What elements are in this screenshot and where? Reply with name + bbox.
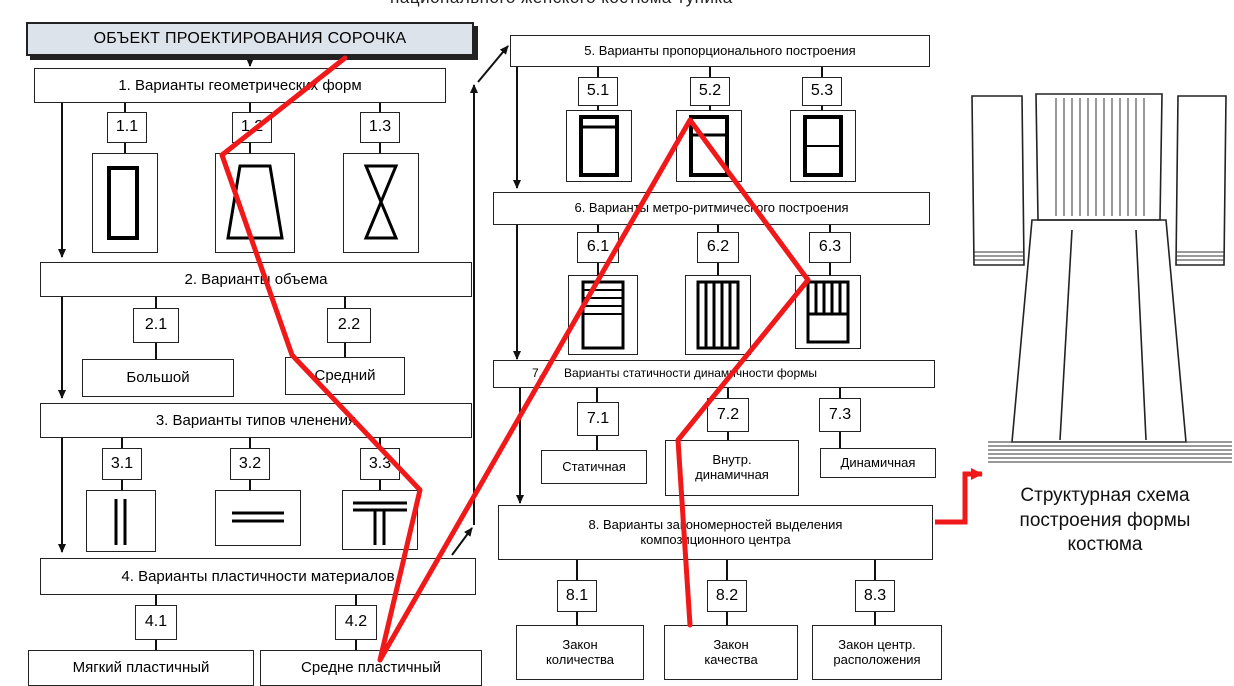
law-quality: Закон качества	[664, 625, 798, 680]
section-6-title: 6. Варианты метро-ритмического построени…	[493, 192, 930, 225]
section-4-title: 4. Варианты пластичности материалов	[40, 558, 476, 595]
form-inner-dynamic: Внутр. динамичная	[665, 440, 799, 496]
section-5-title: 5. Варианты пропорционального построения	[510, 35, 930, 67]
rhythm-horizontal-icon	[568, 275, 638, 355]
option-6-1: 6.1	[577, 232, 619, 263]
trapezoid-icon	[215, 153, 295, 253]
form-static: Статичная	[541, 450, 647, 484]
vertical-division-icon	[86, 490, 156, 552]
option-4-1: 4.1	[135, 605, 177, 640]
option-1-3: 1.3	[360, 112, 400, 143]
law-center-position: Закон центр. расположения	[812, 625, 942, 680]
sketch-caption: Структурная схема построения формы костю…	[1019, 485, 1191, 556]
section-1-title: 1. Варианты геометрических форм	[34, 68, 446, 103]
rectangle-icon	[92, 153, 158, 253]
option-3-1: 3.1	[102, 448, 142, 480]
option-8-2: 8.2	[707, 580, 747, 612]
option-3-3: 3.3	[360, 448, 400, 480]
volume-large: Большой	[82, 359, 234, 397]
material-medium: Средне пластичный	[260, 650, 482, 686]
rhythm-partial-icon	[795, 275, 861, 349]
option-2-1: 2.1	[133, 308, 179, 343]
option-7-1: 7.1	[577, 402, 619, 436]
option-6-3: 6.3	[809, 232, 851, 263]
rhythm-vertical-icon	[685, 275, 751, 355]
section-3-title: 3. Варианты типов членения	[40, 403, 472, 438]
option-5-1: 5.1	[578, 77, 618, 106]
section-8-title: 8. Варианты закономерностей выделения ко…	[498, 505, 933, 560]
section-7-title: 7. Варианты статичности динамичности фор…	[493, 360, 935, 388]
section-7-label: Варианты статичности динамичности формы	[564, 366, 818, 381]
section-8-title-line1: 8. Варианты закономерностей выделения	[588, 516, 843, 532]
proportion-top-icon	[566, 110, 632, 182]
option-6-2: 6.2	[697, 232, 739, 263]
object-title: ОБЪЕКТ ПРОЕКТИРОВАНИЯ СОРОЧКА	[26, 22, 474, 56]
option-4-2: 4.2	[335, 605, 377, 640]
section-7-number: 7.	[532, 366, 543, 381]
clipped-heading: национального женского костюма туника	[390, 0, 733, 8]
section-8-title-line2: композиционного центра	[640, 531, 791, 547]
option-2-2: 2.2	[327, 308, 371, 343]
option-5-2: 5.2	[690, 77, 730, 106]
option-5-3: 5.3	[802, 77, 842, 106]
option-1-1: 1.1	[107, 112, 147, 143]
material-soft: Мягкий пластичный	[28, 650, 254, 686]
section-2-title: 2. Варианты объема	[40, 262, 472, 297]
option-7-3: 7.3	[819, 398, 861, 432]
proportion-half-icon	[790, 110, 856, 182]
tunic-structure-sketch	[971, 93, 1232, 463]
horizontal-division-icon	[215, 490, 301, 546]
combined-division-icon	[342, 490, 418, 550]
volume-medium: Средний	[285, 357, 405, 395]
hourglass-icon	[343, 153, 419, 253]
option-7-2: 7.2	[707, 398, 749, 432]
option-8-1: 8.1	[557, 580, 597, 612]
law-quantity: Закон количества	[516, 625, 644, 680]
option-3-2: 3.2	[230, 448, 270, 480]
proportion-middle-icon	[676, 110, 742, 182]
form-dynamic: Динамичная	[820, 448, 936, 478]
option-1-2: 1.2	[232, 112, 272, 143]
option-8-3: 8.3	[855, 580, 895, 612]
